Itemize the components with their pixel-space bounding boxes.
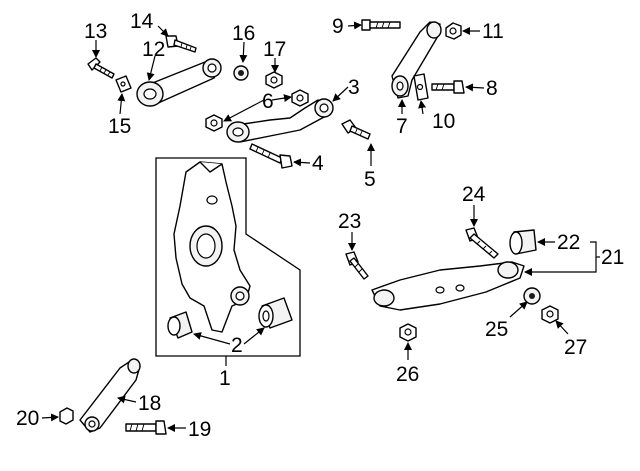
callout-1: 1	[219, 367, 231, 390]
part-24-bolt	[465, 227, 499, 259]
part-26-nut	[399, 323, 417, 342]
part-5-bolt	[341, 119, 371, 140]
callout-20: 20	[16, 407, 39, 430]
part-13-bolt	[87, 57, 115, 79]
callout-12: 12	[142, 38, 165, 61]
callout-5: 5	[364, 168, 376, 191]
part-20-nut	[59, 407, 74, 425]
callout-10: 10	[432, 110, 455, 133]
callout-15: 15	[108, 115, 131, 138]
callout-19: 19	[188, 418, 211, 441]
knuckle-group-box	[155, 157, 301, 357]
part-11-nut	[445, 22, 462, 40]
part-4-bolt	[249, 143, 293, 169]
part-7-link	[391, 21, 442, 99]
part-2-bushing-left	[167, 311, 193, 339]
callout-21: 21	[601, 246, 624, 269]
part-14-bolt	[165, 35, 197, 53]
part-3-control-arm	[226, 98, 334, 143]
callout-22: 22	[557, 231, 580, 254]
callout-18: 18	[138, 392, 161, 415]
callout-23: 23	[338, 210, 361, 233]
leader-lines	[41, 21, 600, 432]
callout-17: 17	[263, 38, 286, 61]
callout-16: 16	[232, 22, 255, 45]
part-2-bushing-right	[258, 297, 293, 329]
callout-7: 7	[396, 115, 408, 138]
callout-13: 13	[84, 20, 107, 43]
part-1-knuckle	[173, 161, 251, 333]
part-6-nut-right	[291, 89, 309, 107]
callout-4: 4	[312, 152, 324, 175]
part-16-bushing	[233, 65, 249, 81]
callout-26: 26	[396, 363, 419, 386]
part-25-bushing	[523, 287, 541, 305]
part-22-bushing	[509, 229, 537, 255]
callout-9: 9	[332, 15, 344, 38]
callout-6: 6	[262, 90, 274, 113]
part-21-control-arm	[371, 261, 525, 311]
callout-11: 11	[482, 20, 504, 43]
part-23-bolt	[345, 251, 369, 280]
part-18-link	[79, 358, 141, 433]
part-15-plate	[115, 75, 132, 93]
part-19-bolt	[125, 420, 167, 435]
callout-14: 14	[130, 10, 154, 33]
part-12-control-arm	[136, 58, 222, 107]
part-6-nut-left	[205, 114, 223, 132]
part-27-nut	[541, 305, 559, 324]
callout-2: 2	[231, 334, 243, 357]
part-10-plate	[413, 73, 429, 101]
callout-27: 27	[564, 336, 587, 359]
callout-25: 25	[485, 318, 508, 341]
callout-3: 3	[348, 76, 360, 99]
part-9-bolt	[361, 19, 401, 31]
callout-24: 24	[462, 183, 486, 206]
callout-labels: 13 14 12 15 16 17 6 3 4 5 9 11 8 7 10 2 …	[16, 10, 624, 441]
part-17-nut	[265, 71, 283, 89]
part-8-bolt	[431, 80, 465, 94]
callout-8: 8	[486, 77, 498, 100]
